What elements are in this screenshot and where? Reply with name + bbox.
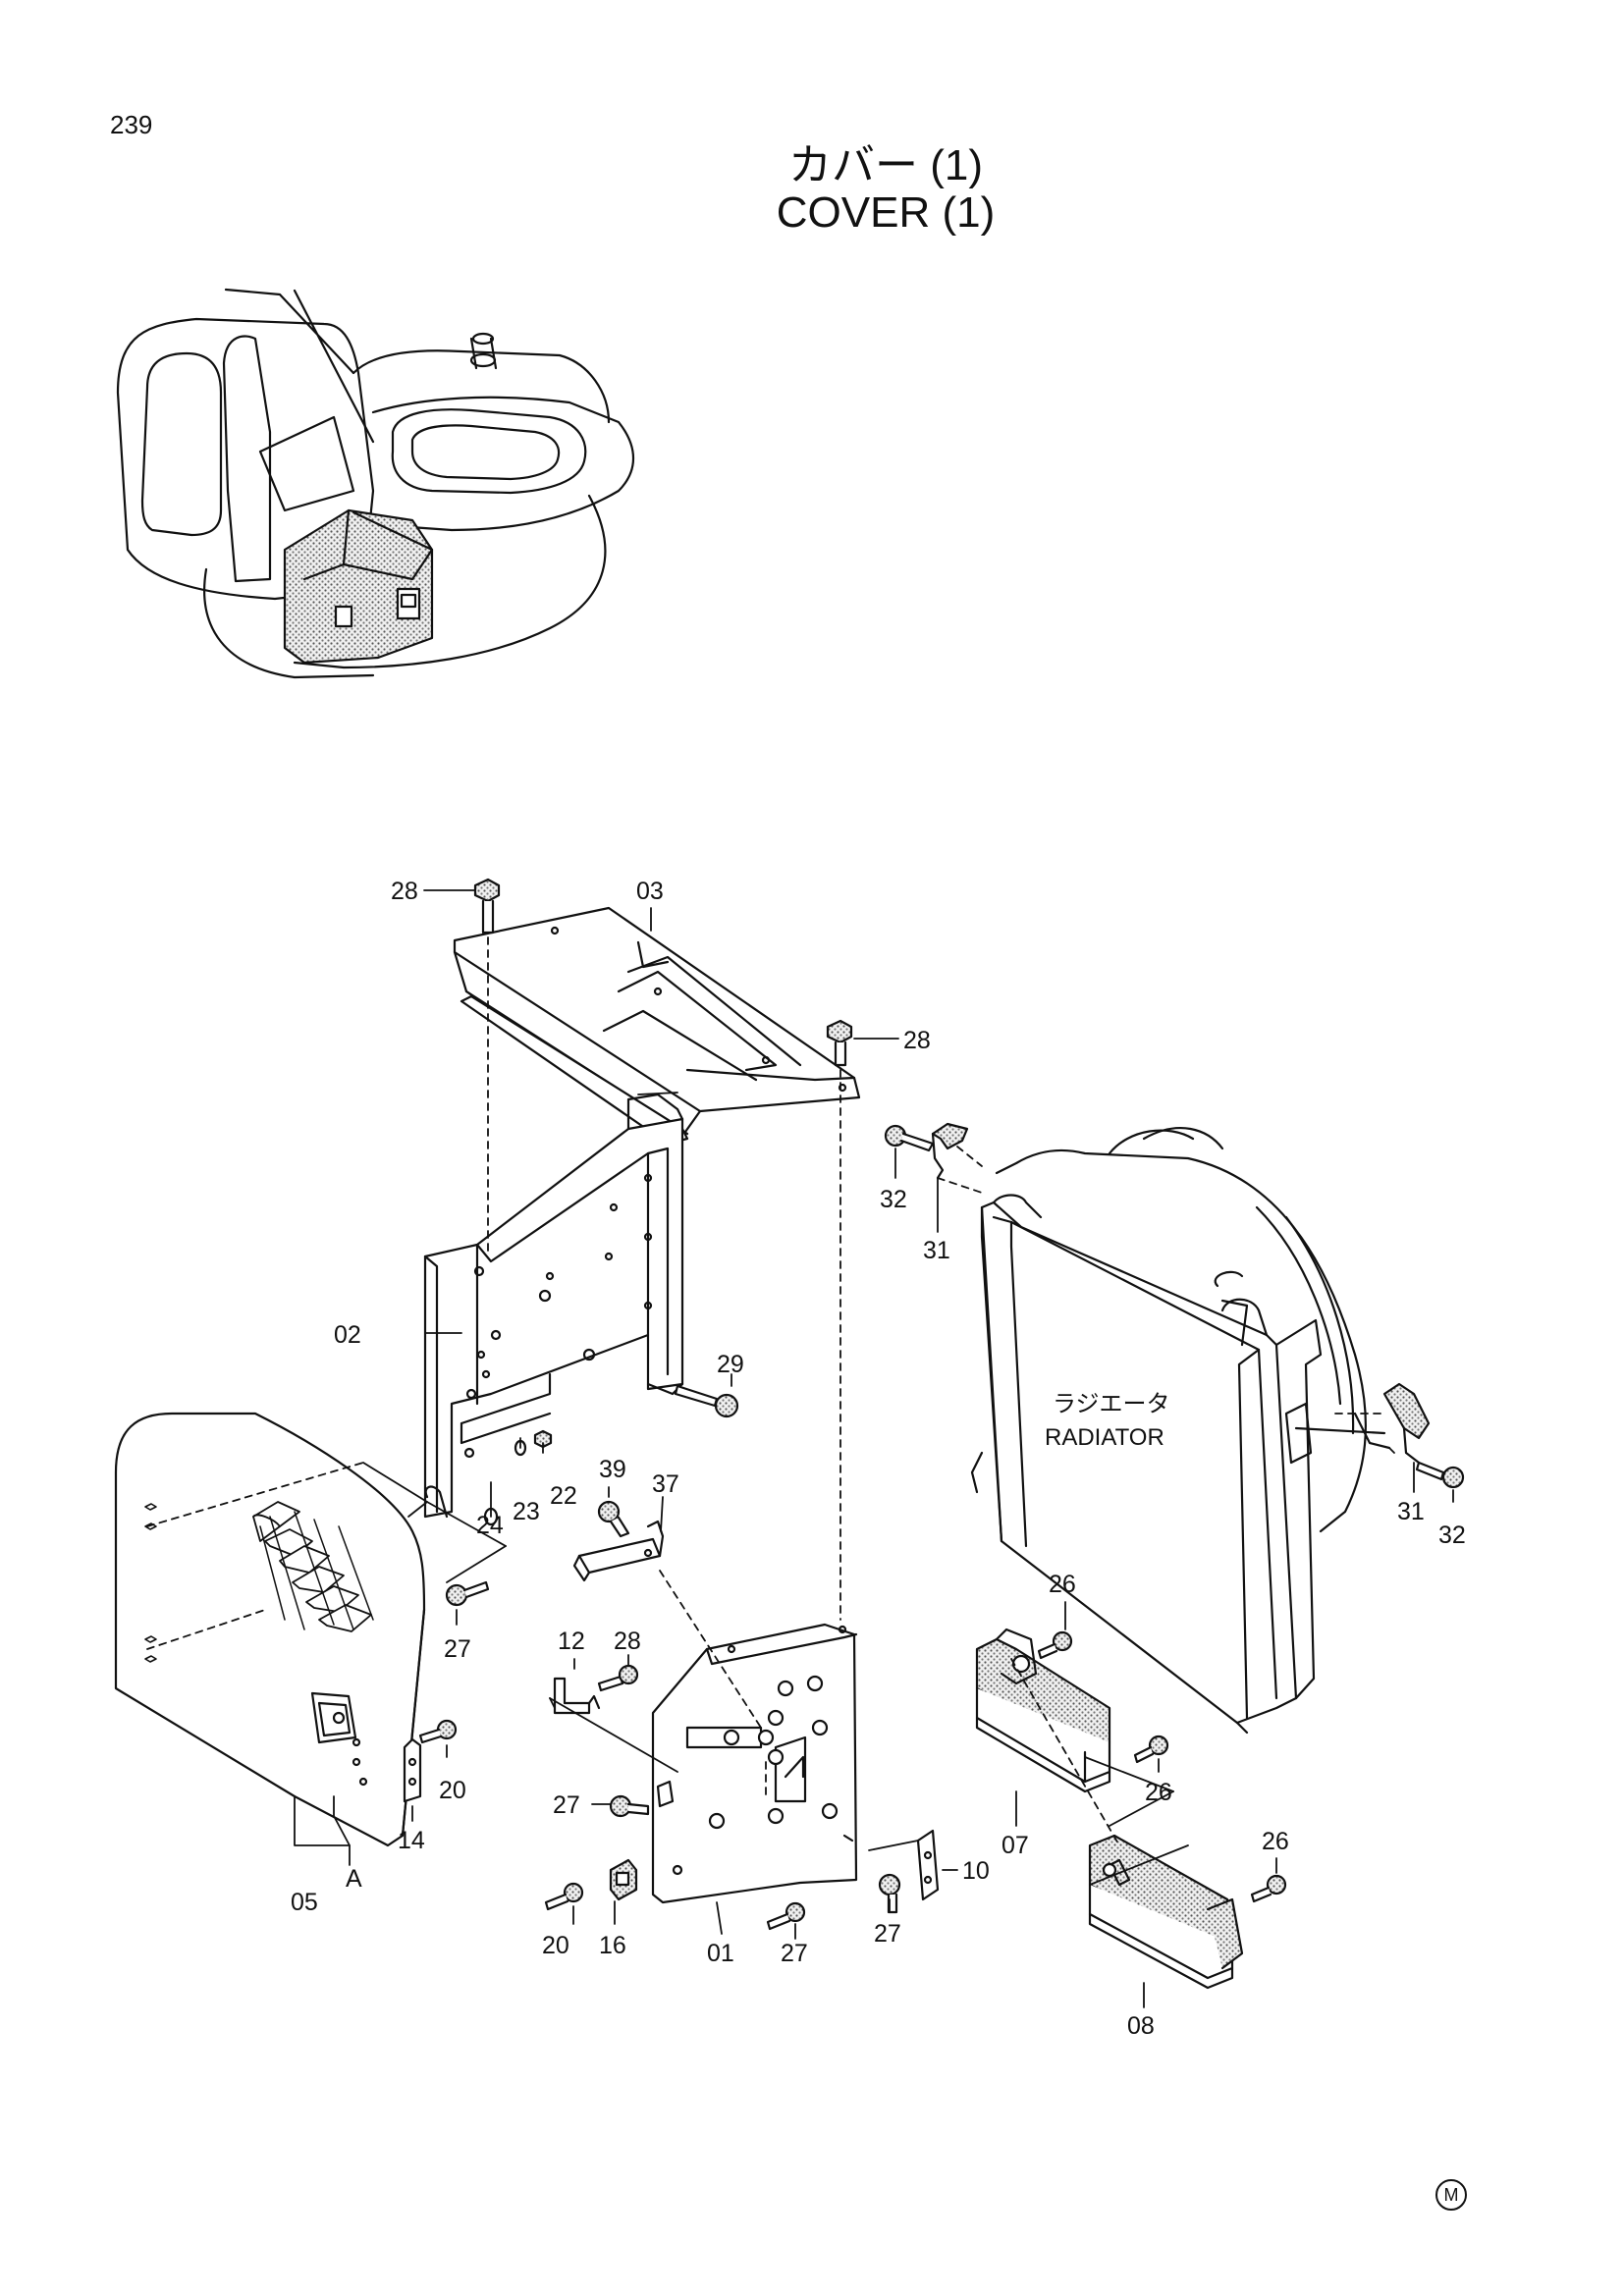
- part-02-bracket-panel: [423, 1093, 684, 1519]
- callout-27-d: 27: [874, 1920, 901, 1948]
- bolt-26-c: [1250, 1874, 1287, 1903]
- callout-labels: 28 03 28 32 31 02 29 24 23 22 39 37 27 2…: [291, 878, 1466, 2040]
- bolt-28-top-right: [826, 1019, 853, 1067]
- radiator-assembly: [970, 1127, 1391, 1735]
- bolt-27-a: [445, 1580, 490, 1607]
- bolt-32-top: [884, 1124, 935, 1152]
- bolt-28-mid: [597, 1664, 639, 1692]
- page-title-english: COVER (1): [776, 188, 996, 237]
- callout-28-mid: 28: [614, 1628, 641, 1655]
- callout-10: 10: [962, 1857, 990, 1885]
- callout-31-top: 31: [923, 1237, 950, 1264]
- part-66-hinge-parts: [424, 1485, 449, 1519]
- callout-32-right: 32: [1438, 1522, 1466, 1549]
- callout-03: 03: [636, 878, 664, 905]
- part-22-nut: [533, 1429, 553, 1449]
- callout-26-a: 26: [1049, 1571, 1076, 1598]
- bolt-27-c: [766, 1901, 806, 1931]
- part-10-bracket: [916, 1829, 940, 1901]
- callout-22: 22: [550, 1482, 577, 1510]
- bolt-27-d: [878, 1873, 901, 1914]
- callout-07: 07: [1001, 1832, 1029, 1859]
- footer-m-mark: M: [1435, 2179, 1467, 2211]
- callout-27-a: 27: [444, 1635, 471, 1663]
- bolt-20-a: [418, 1719, 458, 1744]
- callout-20-b: 20: [542, 1932, 569, 1959]
- part-31-latch-right: [1382, 1382, 1431, 1465]
- bolt-20-b: [544, 1882, 584, 1911]
- page-title-japanese: カバー (1): [788, 141, 983, 189]
- callout-37: 37: [652, 1470, 679, 1498]
- machine-overview: [116, 288, 635, 679]
- bolt-27-b: [609, 1794, 650, 1818]
- callout-27-b: 27: [553, 1791, 580, 1819]
- part-07-bracket: [975, 1628, 1111, 1793]
- callout-24: 24: [476, 1512, 504, 1539]
- callout-05: 05: [291, 1889, 318, 1916]
- callout-16: 16: [599, 1932, 626, 1959]
- part-01-main-panel: [651, 1623, 858, 1904]
- callout-32-top: 32: [880, 1186, 907, 1213]
- callout-02: 02: [334, 1321, 361, 1349]
- callout-view-a: A: [346, 1865, 362, 1893]
- callout-28-top-left: 28: [391, 878, 418, 905]
- bolt-39: [597, 1500, 630, 1538]
- callout-14: 14: [398, 1827, 425, 1854]
- callout-23: 23: [513, 1498, 540, 1525]
- callout-26-b: 26: [1145, 1779, 1172, 1806]
- assembly-lines: [362, 1462, 1189, 1886]
- bolt-32-right: [1415, 1461, 1465, 1489]
- leader-lines: [294, 889, 1454, 2008]
- part-37-handle-bracket: [572, 1520, 665, 1582]
- part-05-side-cover: [114, 1412, 426, 1847]
- bolt-26-a: [1037, 1630, 1073, 1660]
- part-31-latch-top: [931, 1122, 969, 1180]
- radiator-label-english: RADIATOR: [1045, 1424, 1164, 1451]
- radiator-label-japanese: ラジエータ: [1053, 1391, 1170, 1417]
- callout-31-right: 31: [1397, 1498, 1425, 1525]
- part-14-bracket: [403, 1737, 422, 1803]
- callout-01: 01: [707, 1940, 734, 1967]
- callout-27-c: 27: [781, 1940, 808, 1967]
- callout-08: 08: [1127, 2012, 1155, 2040]
- bolt-28-top-left: [473, 878, 501, 934]
- part-08-bracket: [1088, 1834, 1244, 1990]
- page-number: 239: [110, 110, 153, 139]
- bolt-26-b: [1133, 1735, 1169, 1764]
- callout-28-top-right: 28: [903, 1027, 931, 1054]
- callout-39: 39: [599, 1456, 626, 1483]
- callout-29: 29: [717, 1351, 744, 1378]
- callout-26-c: 26: [1262, 1828, 1289, 1855]
- callout-12: 12: [558, 1628, 585, 1655]
- part-12-bracket: [553, 1677, 601, 1715]
- callout-20-a: 20: [439, 1777, 466, 1804]
- part-16-catch: [609, 1858, 638, 1901]
- assembly-dashed-lines: [146, 936, 1385, 1846]
- bolt-29: [674, 1384, 739, 1418]
- part-03-top-cover: [453, 906, 861, 1146]
